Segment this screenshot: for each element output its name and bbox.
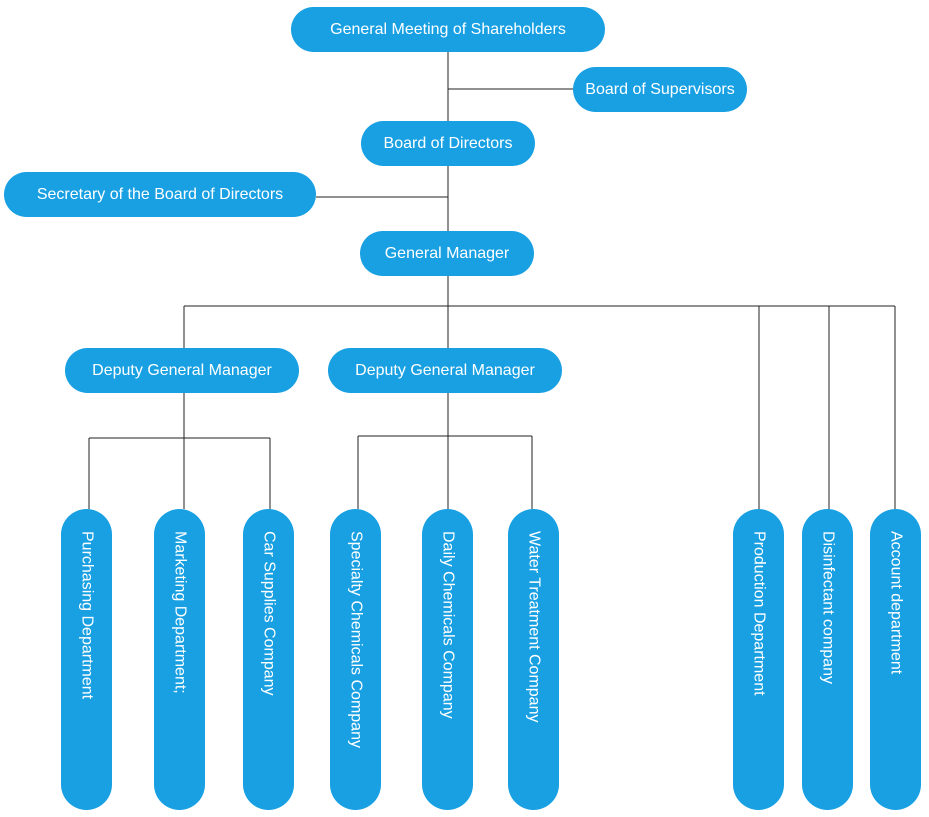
node-shareholders[interactable]: General Meeting of Shareholders [291, 7, 605, 52]
node-label: General Manager [384, 244, 510, 262]
node-marketing-department[interactable]: Marketing Department; [154, 509, 205, 810]
node-label: Board of Supervisors [585, 80, 735, 98]
node-disinfectant-company[interactable]: Disinfectant company [802, 509, 853, 810]
node-label: Purchasing Department [78, 531, 96, 700]
node-secretary[interactable]: Secretary of the Board of Directors [4, 172, 316, 217]
node-purchasing-department[interactable]: Purchasing Department [61, 509, 112, 810]
node-daily-chemicals-company[interactable]: Daily Chemicals Company [422, 509, 473, 810]
node-account-department[interactable]: Account department [870, 509, 921, 810]
node-label: Board of Directors [383, 134, 513, 152]
node-label: Specialty Chemicals Company [347, 531, 365, 748]
node-deputy-gm-2[interactable]: Deputy General Manager [328, 348, 562, 393]
node-label: Deputy General Manager [355, 361, 535, 379]
node-board-of-directors[interactable]: Board of Directors [361, 121, 535, 166]
node-label: Water Treatment Company [525, 531, 543, 723]
node-deputy-gm-1[interactable]: Deputy General Manager [65, 348, 299, 393]
node-water-treatment-company[interactable]: Water Treatment Company [508, 509, 559, 810]
node-label: Secretary of the Board of Directors [36, 185, 284, 203]
node-production-department[interactable]: Production Department [733, 509, 784, 810]
node-specialty-chemicals-company[interactable]: Specialty Chemicals Company [330, 509, 381, 810]
node-label: General Meeting of Shareholders [330, 20, 566, 38]
node-label: Daily Chemicals Company [439, 531, 457, 719]
node-label: Disinfectant company [819, 531, 837, 684]
node-car-supplies-company[interactable]: Car Supplies Company [243, 509, 294, 810]
node-label: Deputy General Manager [92, 361, 272, 379]
node-label: Production Department [750, 531, 768, 696]
node-label: Marketing Department; [171, 531, 189, 694]
node-board-of-supervisors[interactable]: Board of Supervisors [573, 67, 747, 112]
node-general-manager[interactable]: General Manager [360, 231, 534, 276]
node-label: Car Supplies Company [260, 531, 278, 696]
node-label: Account department [887, 531, 905, 675]
